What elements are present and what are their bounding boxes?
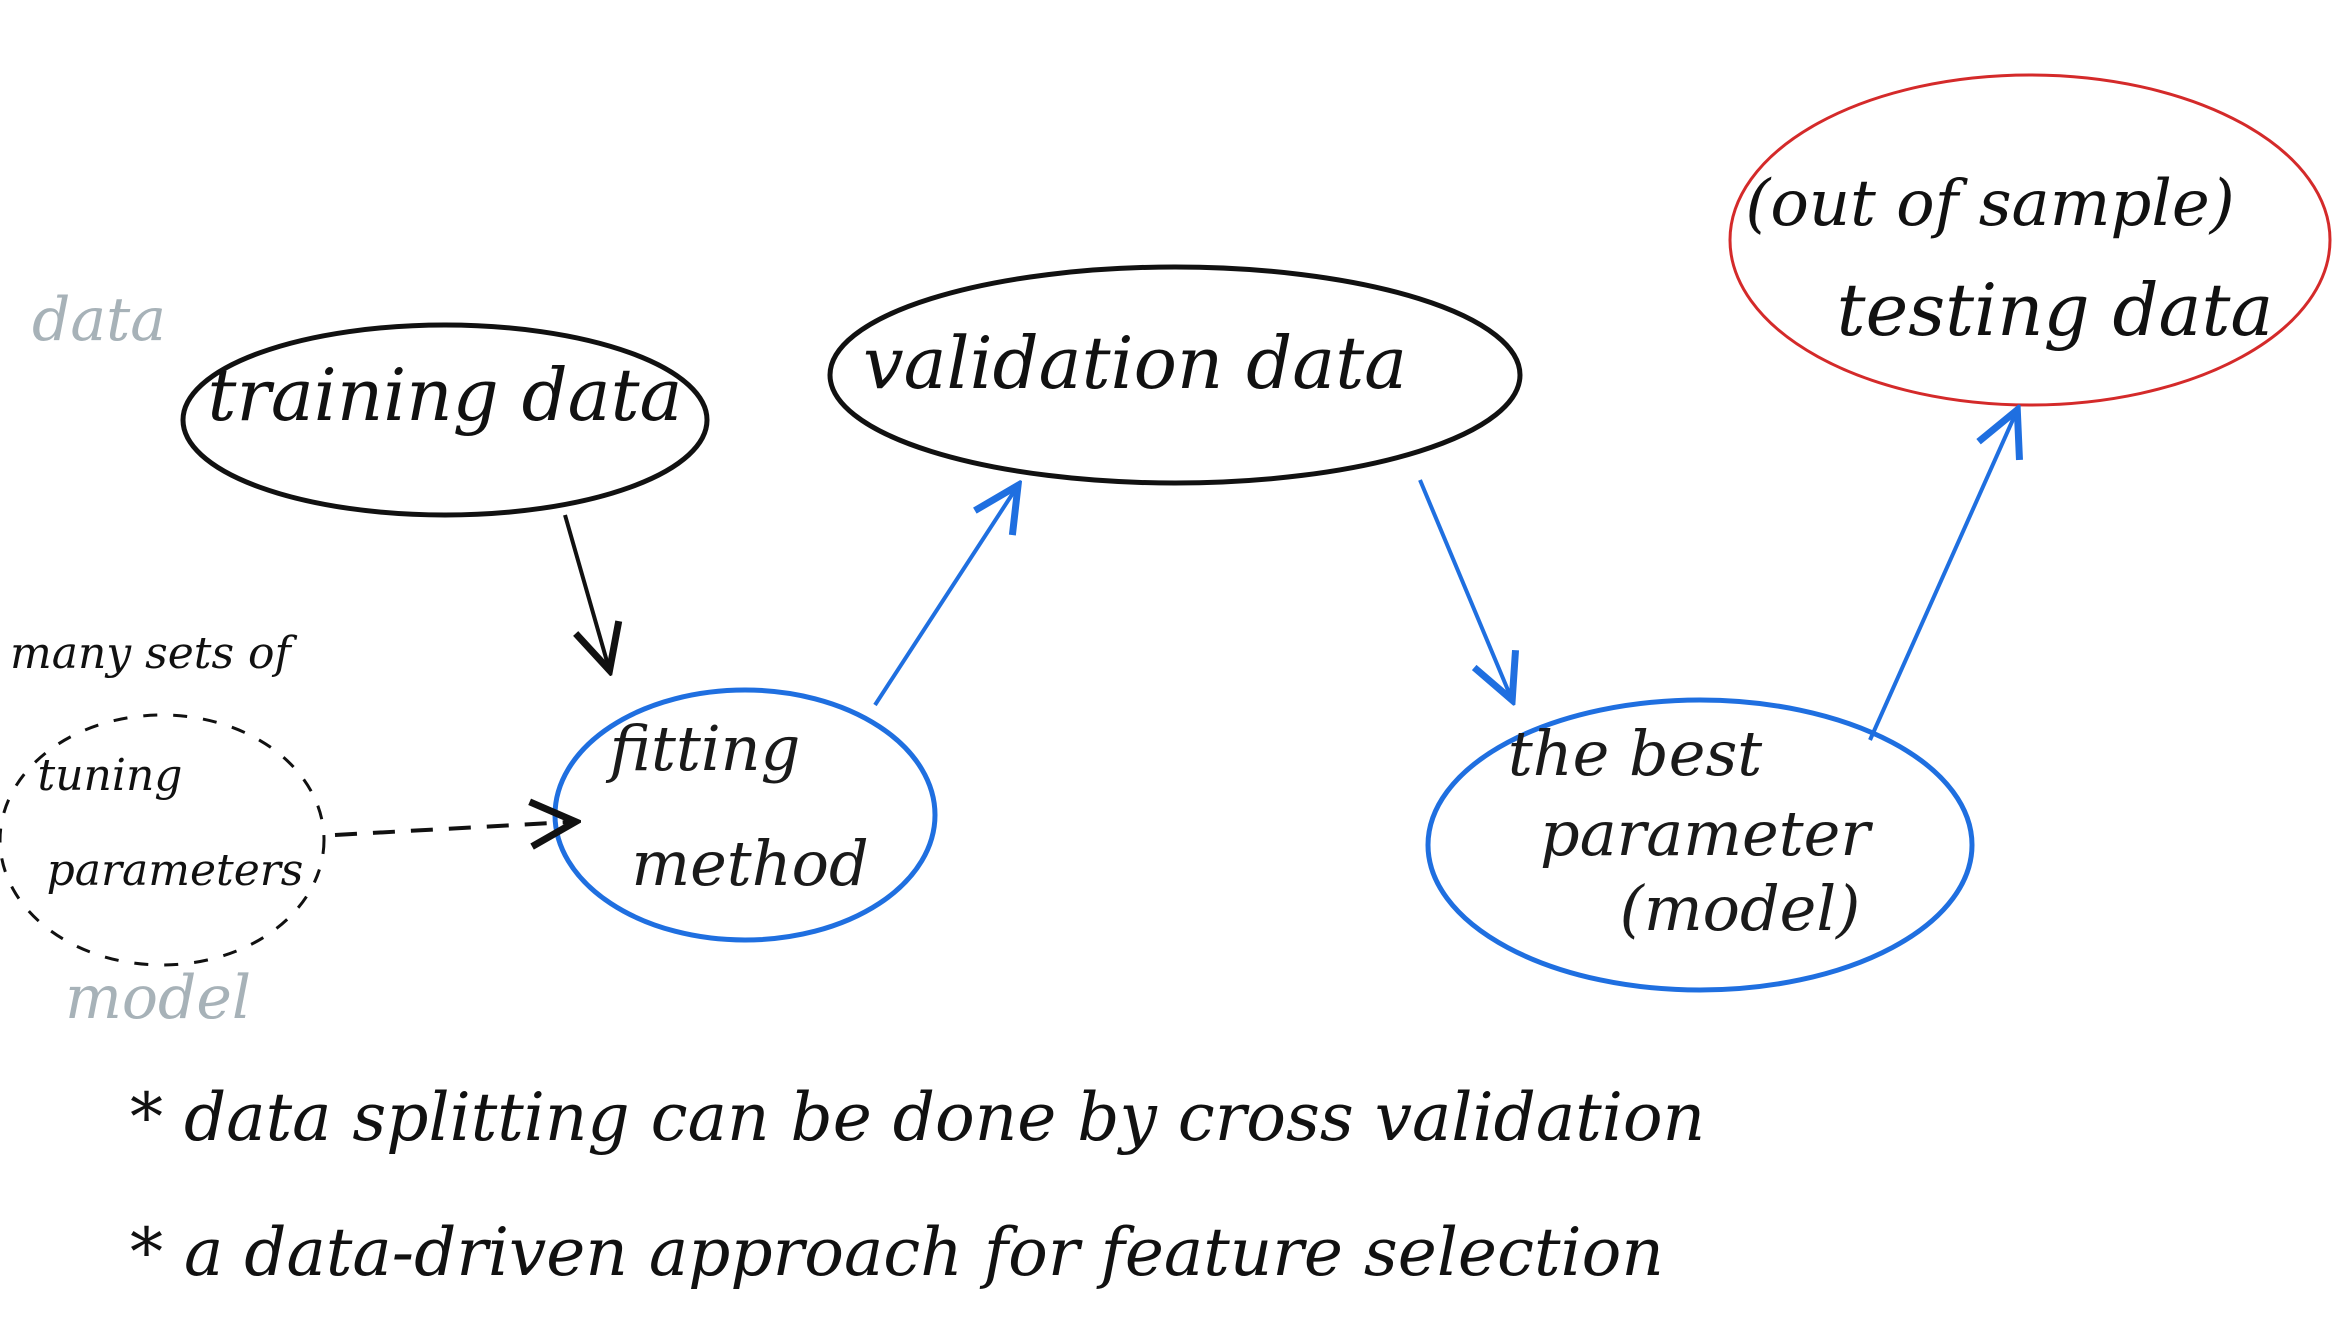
testing-data-label-line1: (out of sample) bbox=[1745, 167, 2234, 241]
arrow-best-to-testing bbox=[1868, 415, 2015, 741]
best-parameter-label-line2: parameter bbox=[1540, 797, 1873, 870]
fitting-method-label-line2: method bbox=[631, 827, 868, 900]
note-feature-selection: * a data-driven approach for feature sel… bbox=[130, 1214, 1664, 1291]
arrow-tuning-to-fitting bbox=[334, 822, 570, 835]
many-sets-label: many sets of bbox=[10, 628, 297, 679]
arrow-validation-to-best bbox=[1418, 479, 1510, 695]
testing-data-ellipse bbox=[1728, 73, 2332, 407]
arrow-fitting-to-validation bbox=[873, 490, 1015, 707]
best-parameter-label-line3: (model) bbox=[1620, 872, 1861, 945]
validation-data-ellipse bbox=[827, 264, 1523, 486]
data-margin-label: data bbox=[32, 285, 166, 355]
testing-data-label-line2: testing data bbox=[1837, 268, 2274, 352]
training-data-label: training data bbox=[208, 353, 683, 437]
tuning-parameters-label-line2: parameters bbox=[47, 845, 304, 896]
arrow-training-to-fitting bbox=[563, 514, 608, 665]
training-data-ellipse bbox=[180, 322, 710, 518]
validation-data-label: validation data bbox=[863, 321, 1407, 405]
best-parameter-ellipse bbox=[1425, 697, 1975, 993]
fitting-method-label-line1: fitting bbox=[606, 712, 801, 785]
tuning-parameters-label-line1: tuning bbox=[38, 750, 183, 801]
tuning-parameters-ellipse bbox=[0, 713, 326, 967]
best-parameter-label-line1: the best bbox=[1508, 717, 1762, 790]
model-margin-label: model bbox=[65, 963, 251, 1033]
note-data-splitting: * data splitting can be done by cross va… bbox=[130, 1079, 1705, 1156]
